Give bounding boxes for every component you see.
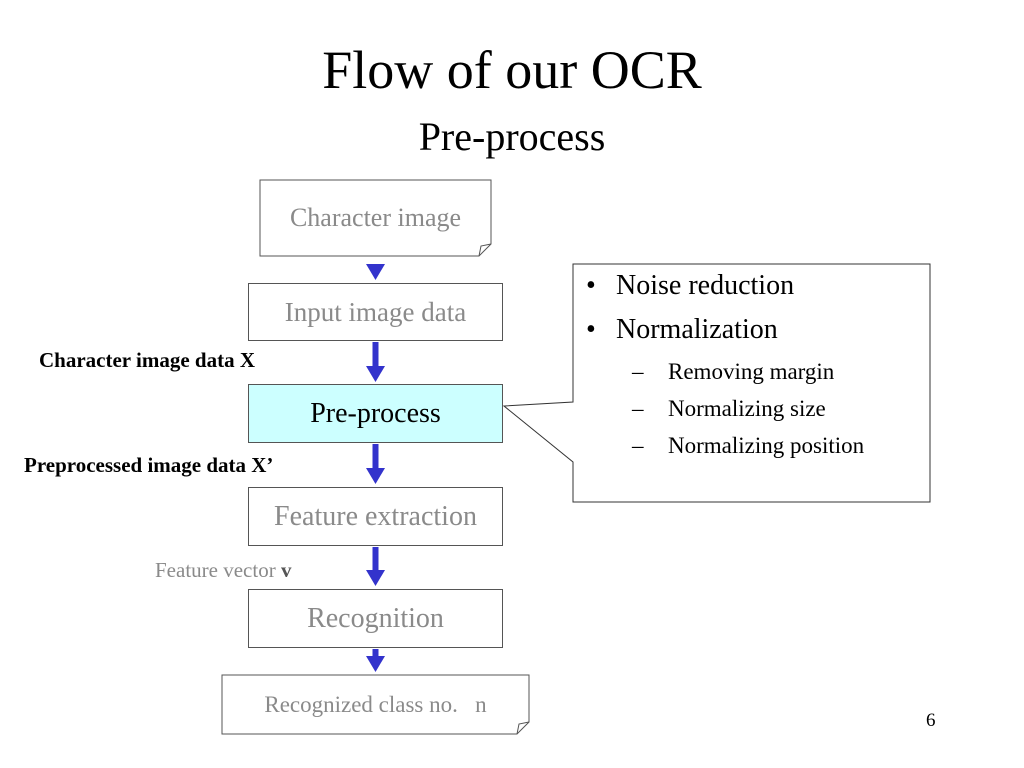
- node-label: Pre-process: [310, 397, 441, 429]
- arrow-3: [366, 444, 385, 484]
- bullet-text: Noise reduction: [616, 270, 795, 301]
- node-input-image-data: Input image data: [248, 283, 503, 341]
- node-label: Recognized class no. n: [264, 691, 487, 717]
- node-label: Input image data: [284, 296, 467, 327]
- callout-bullet: • Noise reduction: [586, 270, 926, 302]
- node-label: Character image: [289, 203, 462, 232]
- character-image-fold: [478, 243, 492, 257]
- callout-sub-item: – Normalizing size: [632, 395, 926, 423]
- feature-vector-symbol: v: [280, 558, 292, 582]
- character-image-outline: [259, 179, 492, 257]
- bullet-text: Normalization: [616, 314, 778, 345]
- sub-marker: –: [632, 359, 644, 384]
- node-label: Recognition: [307, 602, 444, 634]
- sub-text: Removing margin: [668, 359, 835, 384]
- callout-sub-item: – Removing margin: [632, 358, 926, 386]
- sub-marker: –: [632, 433, 644, 458]
- recognized-class-outline: [221, 674, 530, 735]
- sub-text: Normalizing position: [668, 433, 865, 458]
- node-label: Feature extraction: [274, 500, 477, 532]
- node-recognized-class: Recognized class no. n: [223, 676, 528, 733]
- node-pre-process: Pre-process: [248, 384, 503, 443]
- sub-marker: –: [632, 396, 644, 421]
- edge-label-feature-vector: Feature vector v: [155, 558, 291, 582]
- callout-list: • Noise reduction • Normalization – Remo…: [586, 270, 926, 469]
- arrow-2: [366, 342, 385, 382]
- slide-title: Flow of our OCR: [322, 40, 702, 100]
- feature-vector-text: Feature vector: [155, 558, 281, 582]
- bullet-marker: •: [586, 270, 596, 301]
- sub-text: Normalizing size: [668, 396, 826, 421]
- node-character-image: Character image: [261, 181, 490, 255]
- node-feature-extraction: Feature extraction: [248, 487, 503, 546]
- node-recognition: Recognition: [248, 589, 503, 648]
- arrow-4: [366, 547, 385, 586]
- callout-bullet: • Normalization: [586, 314, 926, 346]
- arrow-5: [366, 649, 385, 672]
- callout-frame: [502, 263, 931, 503]
- edge-label-preprocessed-image-data: Preprocessed image data X’: [24, 453, 274, 477]
- bullet-marker: •: [586, 314, 596, 345]
- edge-label-character-image-data: Character image data X: [39, 348, 255, 372]
- slide-subtitle: Pre-process: [418, 114, 606, 159]
- recognized-class-fold: [516, 721, 530, 735]
- arrow-1: [366, 264, 385, 280]
- page-number: 6: [926, 710, 936, 731]
- callout-sub-item: – Normalizing position: [632, 432, 926, 460]
